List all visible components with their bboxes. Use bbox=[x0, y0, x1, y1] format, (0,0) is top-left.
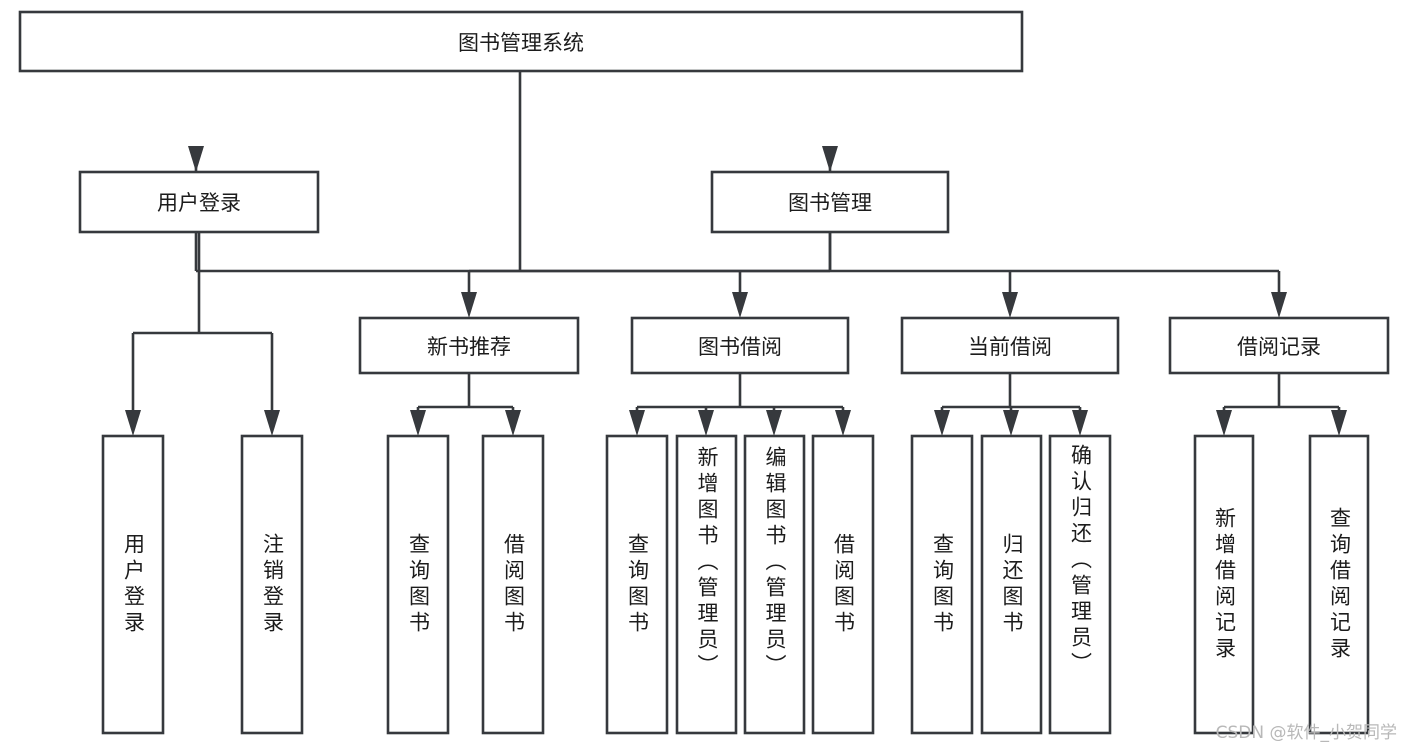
arrowhead-nb-leaf1 bbox=[410, 410, 426, 436]
arrowhead-nb-leaf2 bbox=[505, 410, 521, 436]
node-current-borrow[interactable] bbox=[900, 316, 1120, 375]
node-layer bbox=[18, 10, 1390, 735]
leaf-borrow-book-1[interactable] bbox=[481, 434, 545, 735]
arrowhead-leaf-logout bbox=[264, 410, 280, 436]
node-root[interactable] bbox=[18, 10, 1024, 73]
arrowhead-book-manage bbox=[822, 146, 838, 172]
node-book-manage[interactable] bbox=[710, 170, 950, 234]
node-user-login[interactable] bbox=[78, 170, 320, 234]
arrowhead-newbook bbox=[461, 292, 477, 318]
leaf-query-book-2[interactable] bbox=[605, 434, 669, 735]
arrowhead-bw-leaf3 bbox=[766, 410, 782, 436]
arrowhead-cur-leaf1 bbox=[934, 410, 950, 436]
leaf-user-login[interactable] bbox=[101, 434, 165, 735]
leaf-logout[interactable] bbox=[240, 434, 304, 735]
connector-layer bbox=[125, 71, 1347, 436]
leaf-return-book[interactable] bbox=[980, 434, 1043, 735]
arrowhead-cur-leaf3 bbox=[1072, 410, 1088, 436]
node-borrow-record[interactable] bbox=[1168, 316, 1390, 375]
arrowhead-cur-leaf2 bbox=[1003, 410, 1019, 436]
leaf-add-book-admin[interactable] bbox=[675, 434, 738, 735]
node-new-book-recommend[interactable] bbox=[358, 316, 580, 375]
leaf-add-borrow-record[interactable] bbox=[1193, 434, 1255, 735]
arrowhead-bw-leaf4 bbox=[835, 410, 851, 436]
leaf-confirm-return-admin[interactable] bbox=[1048, 434, 1112, 735]
arrowhead-leaf-user-login bbox=[125, 410, 141, 436]
leaf-query-book-3[interactable] bbox=[910, 434, 974, 735]
arrowhead-current bbox=[1002, 292, 1018, 318]
leaf-query-borrow-record[interactable] bbox=[1308, 434, 1370, 735]
arrowhead-record bbox=[1271, 292, 1287, 318]
arrowhead-borrow bbox=[732, 292, 748, 318]
leaf-borrow-book-2[interactable] bbox=[811, 434, 875, 735]
leaf-edit-book-admin[interactable] bbox=[743, 434, 806, 735]
arrowhead-bw-leaf1 bbox=[629, 410, 645, 436]
arrowhead-rec-leaf1 bbox=[1216, 410, 1232, 436]
arrowhead-rec-leaf2 bbox=[1331, 410, 1347, 436]
node-book-borrow[interactable] bbox=[630, 316, 850, 375]
leaf-query-book-1[interactable] bbox=[386, 434, 450, 735]
arrowhead-bw-leaf2 bbox=[698, 410, 714, 436]
arrowhead-user-login bbox=[188, 146, 204, 172]
